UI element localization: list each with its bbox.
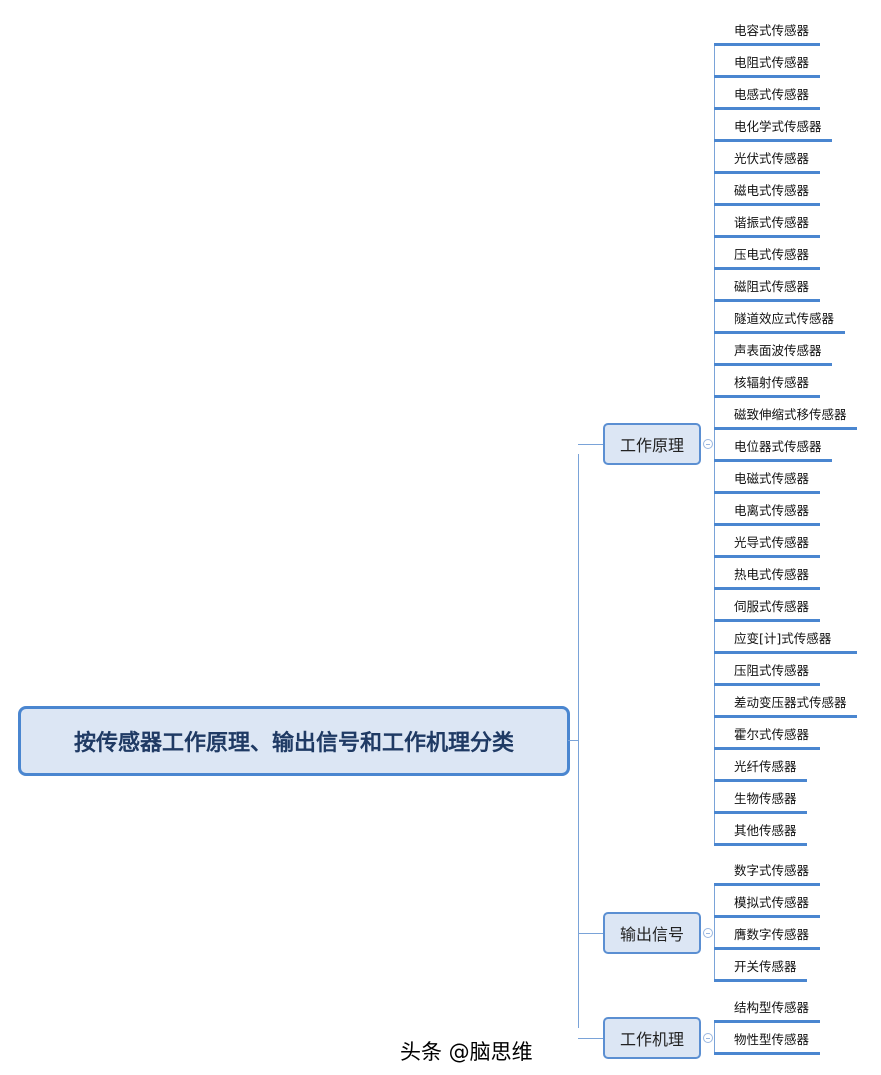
root-connector	[568, 740, 578, 741]
branch-label: 输出信号	[619, 925, 684, 944]
branch-node[interactable]: 输出信号	[603, 912, 701, 954]
leaf-underline	[714, 331, 845, 334]
leaf-underline	[714, 883, 820, 886]
leaf-label: 电磁式传感器	[734, 471, 810, 486]
leaf-label: 压阻式传感器	[734, 663, 810, 678]
leaf-label: 光纤传感器	[734, 759, 797, 774]
leaf-label: 物性型传感器	[734, 1032, 810, 1047]
leaf-underline	[714, 979, 807, 982]
leaf-underline	[714, 651, 858, 654]
leaf-underline	[714, 1052, 820, 1055]
leaf-label: 核辐射传感器	[734, 375, 810, 390]
leaf-label: 谐振式传感器	[734, 215, 810, 230]
leaf-underline	[714, 683, 820, 686]
leaf-underline	[714, 523, 820, 526]
leaf-underline	[714, 459, 833, 462]
leaf-underline	[714, 203, 820, 206]
leaf-underline	[714, 715, 858, 718]
leaf-label: 膺数字传感器	[734, 927, 810, 942]
leaf-underline	[714, 43, 820, 46]
branch-node[interactable]: 工作原理	[603, 423, 701, 465]
leaf-label: 结构型传感器	[734, 1000, 810, 1015]
leaf-label: 数字式传感器	[734, 863, 810, 878]
leaf-underline	[714, 235, 820, 238]
leaf-label: 应变[计]式传感器	[734, 631, 832, 646]
leaf-underline	[714, 947, 820, 950]
branch-connector	[578, 444, 603, 445]
leaf-label: 伺服式传感器	[734, 599, 810, 614]
leaf-label: 磁阻式传感器	[734, 279, 810, 294]
leaf-label: 电感式传感器	[734, 87, 810, 102]
leaf-label: 热电式传感器	[734, 567, 810, 582]
leaf-label: 电容式传感器	[734, 23, 810, 38]
root-label: 按传感器工作原理、输出信号和工作机理分类	[73, 731, 514, 756]
leaf-label: 生物传感器	[734, 791, 797, 806]
branch-label: 工作原理	[619, 436, 684, 455]
leaf-underline	[714, 843, 807, 846]
leaf-label: 隧道效应式传感器	[734, 311, 835, 326]
leaf-label: 电化学式传感器	[734, 119, 822, 134]
leaf-label: 霍尔式传感器	[734, 727, 810, 742]
leaf-label: 电阻式传感器	[734, 55, 810, 70]
children-connector	[714, 1021, 715, 1053]
leaf-underline	[714, 1020, 820, 1023]
leaf-label: 电位器式传感器	[734, 439, 822, 454]
leaf-underline	[714, 619, 820, 622]
leaf-underline	[714, 747, 820, 750]
branch-connector	[578, 1038, 603, 1039]
root-node[interactable]: 按传感器工作原理、输出信号和工作机理分类	[18, 706, 570, 776]
leaf-label: 电离式传感器	[734, 503, 810, 518]
branch-label: 工作机理	[619, 1030, 684, 1049]
leaf-underline	[714, 555, 820, 558]
children-connector	[714, 884, 715, 980]
leaf-underline	[714, 267, 820, 270]
leaf-underline	[714, 299, 820, 302]
watermark: 头条 @脑思维	[400, 1040, 533, 1064]
leaf-underline	[714, 75, 820, 78]
leaf-label: 声表面波传感器	[734, 343, 822, 358]
leaf-label: 其他传感器	[734, 823, 797, 838]
leaf-label: 光伏式传感器	[734, 151, 810, 166]
leaf-underline	[714, 139, 833, 142]
leaf-underline	[714, 107, 820, 110]
leaf-underline	[714, 779, 807, 782]
children-connector	[714, 44, 715, 844]
leaf-underline	[714, 587, 820, 590]
leaf-underline	[714, 363, 833, 366]
collapse-icon[interactable]	[703, 1033, 713, 1043]
trunk-line	[578, 454, 579, 1028]
leaf-underline	[714, 171, 820, 174]
branch-connector	[578, 933, 603, 934]
leaf-underline	[714, 811, 807, 814]
leaf-label: 模拟式传感器	[734, 895, 810, 910]
collapse-icon[interactable]	[703, 439, 713, 449]
leaf-label: 光导式传感器	[734, 535, 810, 550]
branch-node[interactable]: 工作机理	[603, 1017, 701, 1059]
leaf-label: 磁致伸缩式移传感器	[734, 407, 847, 422]
leaf-label: 开关传感器	[734, 959, 797, 974]
leaf-label: 压电式传感器	[734, 247, 810, 262]
leaf-underline	[714, 427, 858, 430]
leaf-underline	[714, 395, 820, 398]
leaf-label: 差动变压器式传感器	[734, 695, 847, 710]
collapse-icon[interactable]	[703, 928, 713, 938]
leaf-label: 磁电式传感器	[734, 183, 810, 198]
leaf-underline	[714, 491, 820, 494]
leaf-underline	[714, 915, 820, 918]
